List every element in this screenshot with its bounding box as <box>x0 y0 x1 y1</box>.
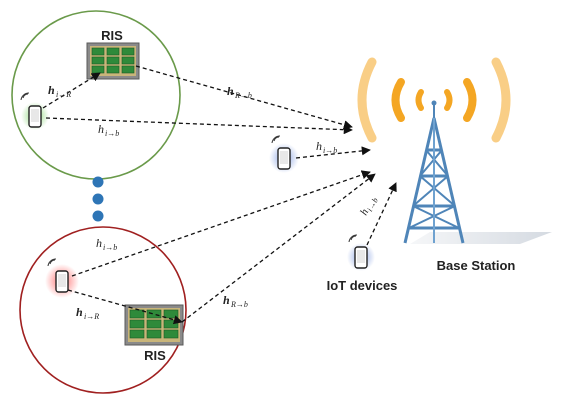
channel-label-ib-bottom: h i→b <box>96 236 117 252</box>
svg-text:i→b: i→b <box>103 243 117 252</box>
channel-arrows <box>42 65 397 325</box>
channel-label-ib-top: h i→b <box>98 122 119 138</box>
channel-label-Rb-bottom: h R→b <box>223 293 248 309</box>
channel-label-ib-mid: h i→b <box>316 139 337 155</box>
svg-text:R→b: R→b <box>230 300 248 309</box>
ris-panel-icon-top <box>86 42 140 80</box>
svg-text:h: h <box>76 305 83 319</box>
svg-text:i→b: i→b <box>323 146 337 155</box>
tower-icon <box>403 104 465 244</box>
svg-text:h: h <box>48 83 55 97</box>
svg-text:i→R: i→R <box>84 312 99 321</box>
svg-text:h: h <box>98 122 104 136</box>
phone-icon-iot <box>347 234 375 271</box>
tower-tip <box>431 100 437 106</box>
svg-text:h: h <box>96 236 102 250</box>
ris-panel-icon-bottom <box>124 304 184 346</box>
phone-icon-bottom <box>45 258 79 298</box>
ellipsis-dots <box>92 176 104 222</box>
channel-label-iR-top: h i→R <box>48 83 71 99</box>
svg-text:h: h <box>316 139 322 153</box>
cluster-top-circle <box>11 10 181 180</box>
svg-text:i→b: i→b <box>105 129 119 138</box>
channel-label-iR-bottom: h i→R <box>76 305 99 321</box>
ris-bottom-label: RIS <box>144 348 166 363</box>
channel-label-ib-near: h i→b <box>358 196 380 217</box>
svg-text:i→R: i→R <box>56 90 71 99</box>
svg-text:i→b: i→b <box>365 196 380 213</box>
channel-label-Rb-top: h R→b <box>227 84 252 100</box>
phone-icon-top <box>20 92 49 130</box>
svg-text:h: h <box>223 293 230 307</box>
iot-devices-label: IoT devices <box>327 278 398 293</box>
cluster-bottom-circle <box>19 226 187 394</box>
svg-text:R→b: R→b <box>234 91 252 100</box>
svg-text:h: h <box>358 206 371 217</box>
tower-shadow <box>410 232 552 244</box>
signal-wave-icon <box>357 57 511 143</box>
phone-icon-middle <box>269 135 299 173</box>
ris-top-label: RIS <box>101 28 123 43</box>
base-station-label: Base Station <box>437 258 516 273</box>
svg-text:h: h <box>227 84 234 98</box>
